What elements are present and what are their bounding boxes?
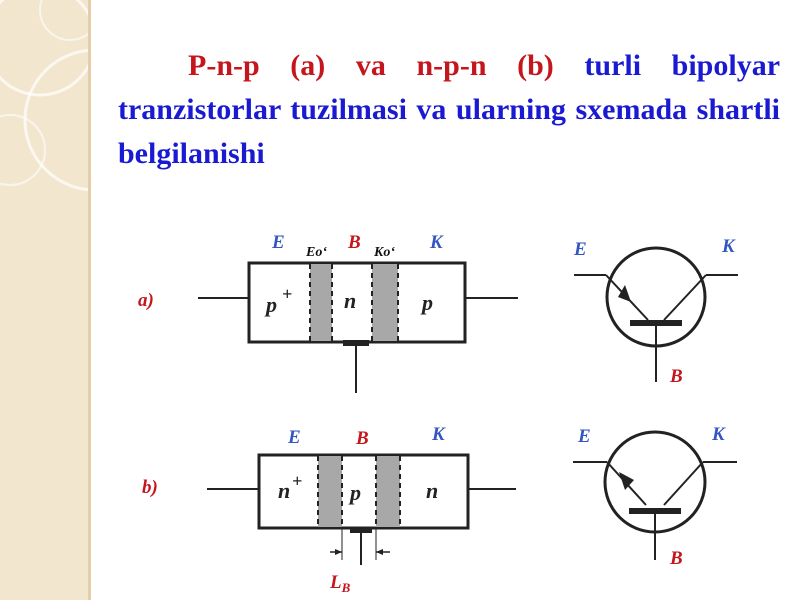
structure-b-label-e: E	[287, 427, 301, 448]
decorative-sidebar	[0, 0, 167, 600]
emitter-junction-label: Eo‘	[305, 245, 327, 260]
region-a-mid: n	[344, 288, 356, 313]
region-a-left: p	[264, 292, 277, 317]
pnp-base-bar	[630, 320, 682, 326]
base-width-subscript: B	[341, 580, 351, 595]
symbol-a-label-e: E	[573, 239, 587, 260]
structure-a-label-b: B	[347, 232, 361, 253]
base-width-label: LB	[329, 572, 351, 595]
collector-junction-label: Ko‘	[373, 245, 395, 260]
title-rest: turli bipolyar tranzistorlar tuzilmasi v…	[118, 49, 781, 170]
structure-b-label-k: K	[431, 424, 446, 445]
emitter-junction-b	[318, 456, 342, 527]
region-b-mid: p	[348, 480, 361, 505]
region-a-right: p	[420, 290, 433, 315]
sidebar-edge	[88, 0, 91, 600]
region-b-left-sup: +	[292, 471, 302, 491]
symbol-b-label-b: B	[669, 548, 683, 569]
emitter-junction-a	[310, 264, 332, 341]
npn-collector-line	[663, 461, 704, 506]
collector-junction-b	[376, 456, 400, 527]
structure-a-label-k: K	[429, 232, 444, 253]
pnp-structure	[198, 261, 518, 393]
pnp-arrow-icon	[618, 285, 631, 302]
slide-title: P-n-p (a) va n-p-n (b) turli bipolyar tr…	[118, 44, 780, 176]
symbol-a-label-b: B	[669, 366, 683, 387]
row-label-b: b)	[142, 477, 158, 498]
title-highlight: P-n-p (a) va n-p-n (b)	[188, 49, 554, 82]
pnp-collector-line	[663, 274, 707, 321]
structure-b-label-b: B	[355, 428, 369, 449]
semiconductor-body-a	[247, 261, 467, 344]
region-b-right: n	[426, 478, 438, 503]
base-contact-a	[343, 340, 369, 346]
structure-a-label-e: E	[271, 232, 285, 253]
row-label-a: a)	[138, 290, 154, 311]
symbol-b-label-e: E	[577, 426, 591, 447]
npn-structure	[207, 453, 516, 565]
region-a-left-sup: +	[282, 284, 292, 304]
symbol-b-label-k: K	[711, 424, 726, 445]
region-b-left: n	[278, 478, 290, 503]
base-contact-b	[350, 527, 372, 533]
semiconductor-body-b	[257, 453, 470, 530]
pnp-symbol	[574, 246, 738, 382]
base-width-letter: L	[329, 572, 342, 593]
npn-arrow-icon	[619, 472, 634, 490]
npn-symbol	[573, 430, 737, 560]
npn-base-bar	[629, 508, 681, 514]
collector-junction-a	[372, 264, 398, 341]
symbol-a-label-k: K	[721, 236, 736, 257]
